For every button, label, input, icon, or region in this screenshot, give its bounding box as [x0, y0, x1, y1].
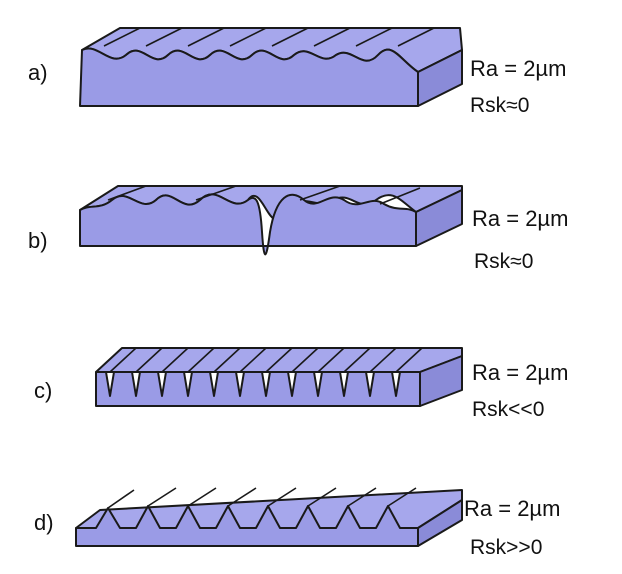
panel-c-letter: c) [34, 378, 53, 403]
panel-a-front [79, 47, 419, 107]
panel-d-surface [75, 487, 463, 547]
panel-b-side [415, 189, 463, 247]
panel-a-ra: Ra = 2µm [470, 56, 567, 81]
panel-a-side [417, 49, 463, 107]
panel-d-letter: d) [34, 510, 54, 535]
panel-b-letter: b) [28, 228, 48, 253]
panel-c-rsk: Rsk<<0 [472, 398, 545, 421]
panel-b-front [79, 193, 417, 256]
panel-b-ra: Ra = 2µm [472, 206, 569, 231]
panel-a-rsk: Rsk≈0 [470, 94, 530, 117]
panel-c-side [419, 355, 463, 407]
panel-d-ra: Ra = 2µm [464, 496, 561, 521]
panel-d-side [417, 499, 463, 547]
panel-a-surface [79, 27, 463, 107]
panel-b-surface [79, 185, 463, 256]
panel-c-ra: Ra = 2µm [472, 360, 569, 385]
panel-b-rsk: Rsk≈0 [474, 250, 534, 273]
panel-d-rsk: Rsk>>0 [470, 536, 543, 559]
panel-c-surface [95, 347, 463, 407]
panel-c-front [95, 371, 421, 407]
panel-a-letter: a) [28, 60, 48, 85]
